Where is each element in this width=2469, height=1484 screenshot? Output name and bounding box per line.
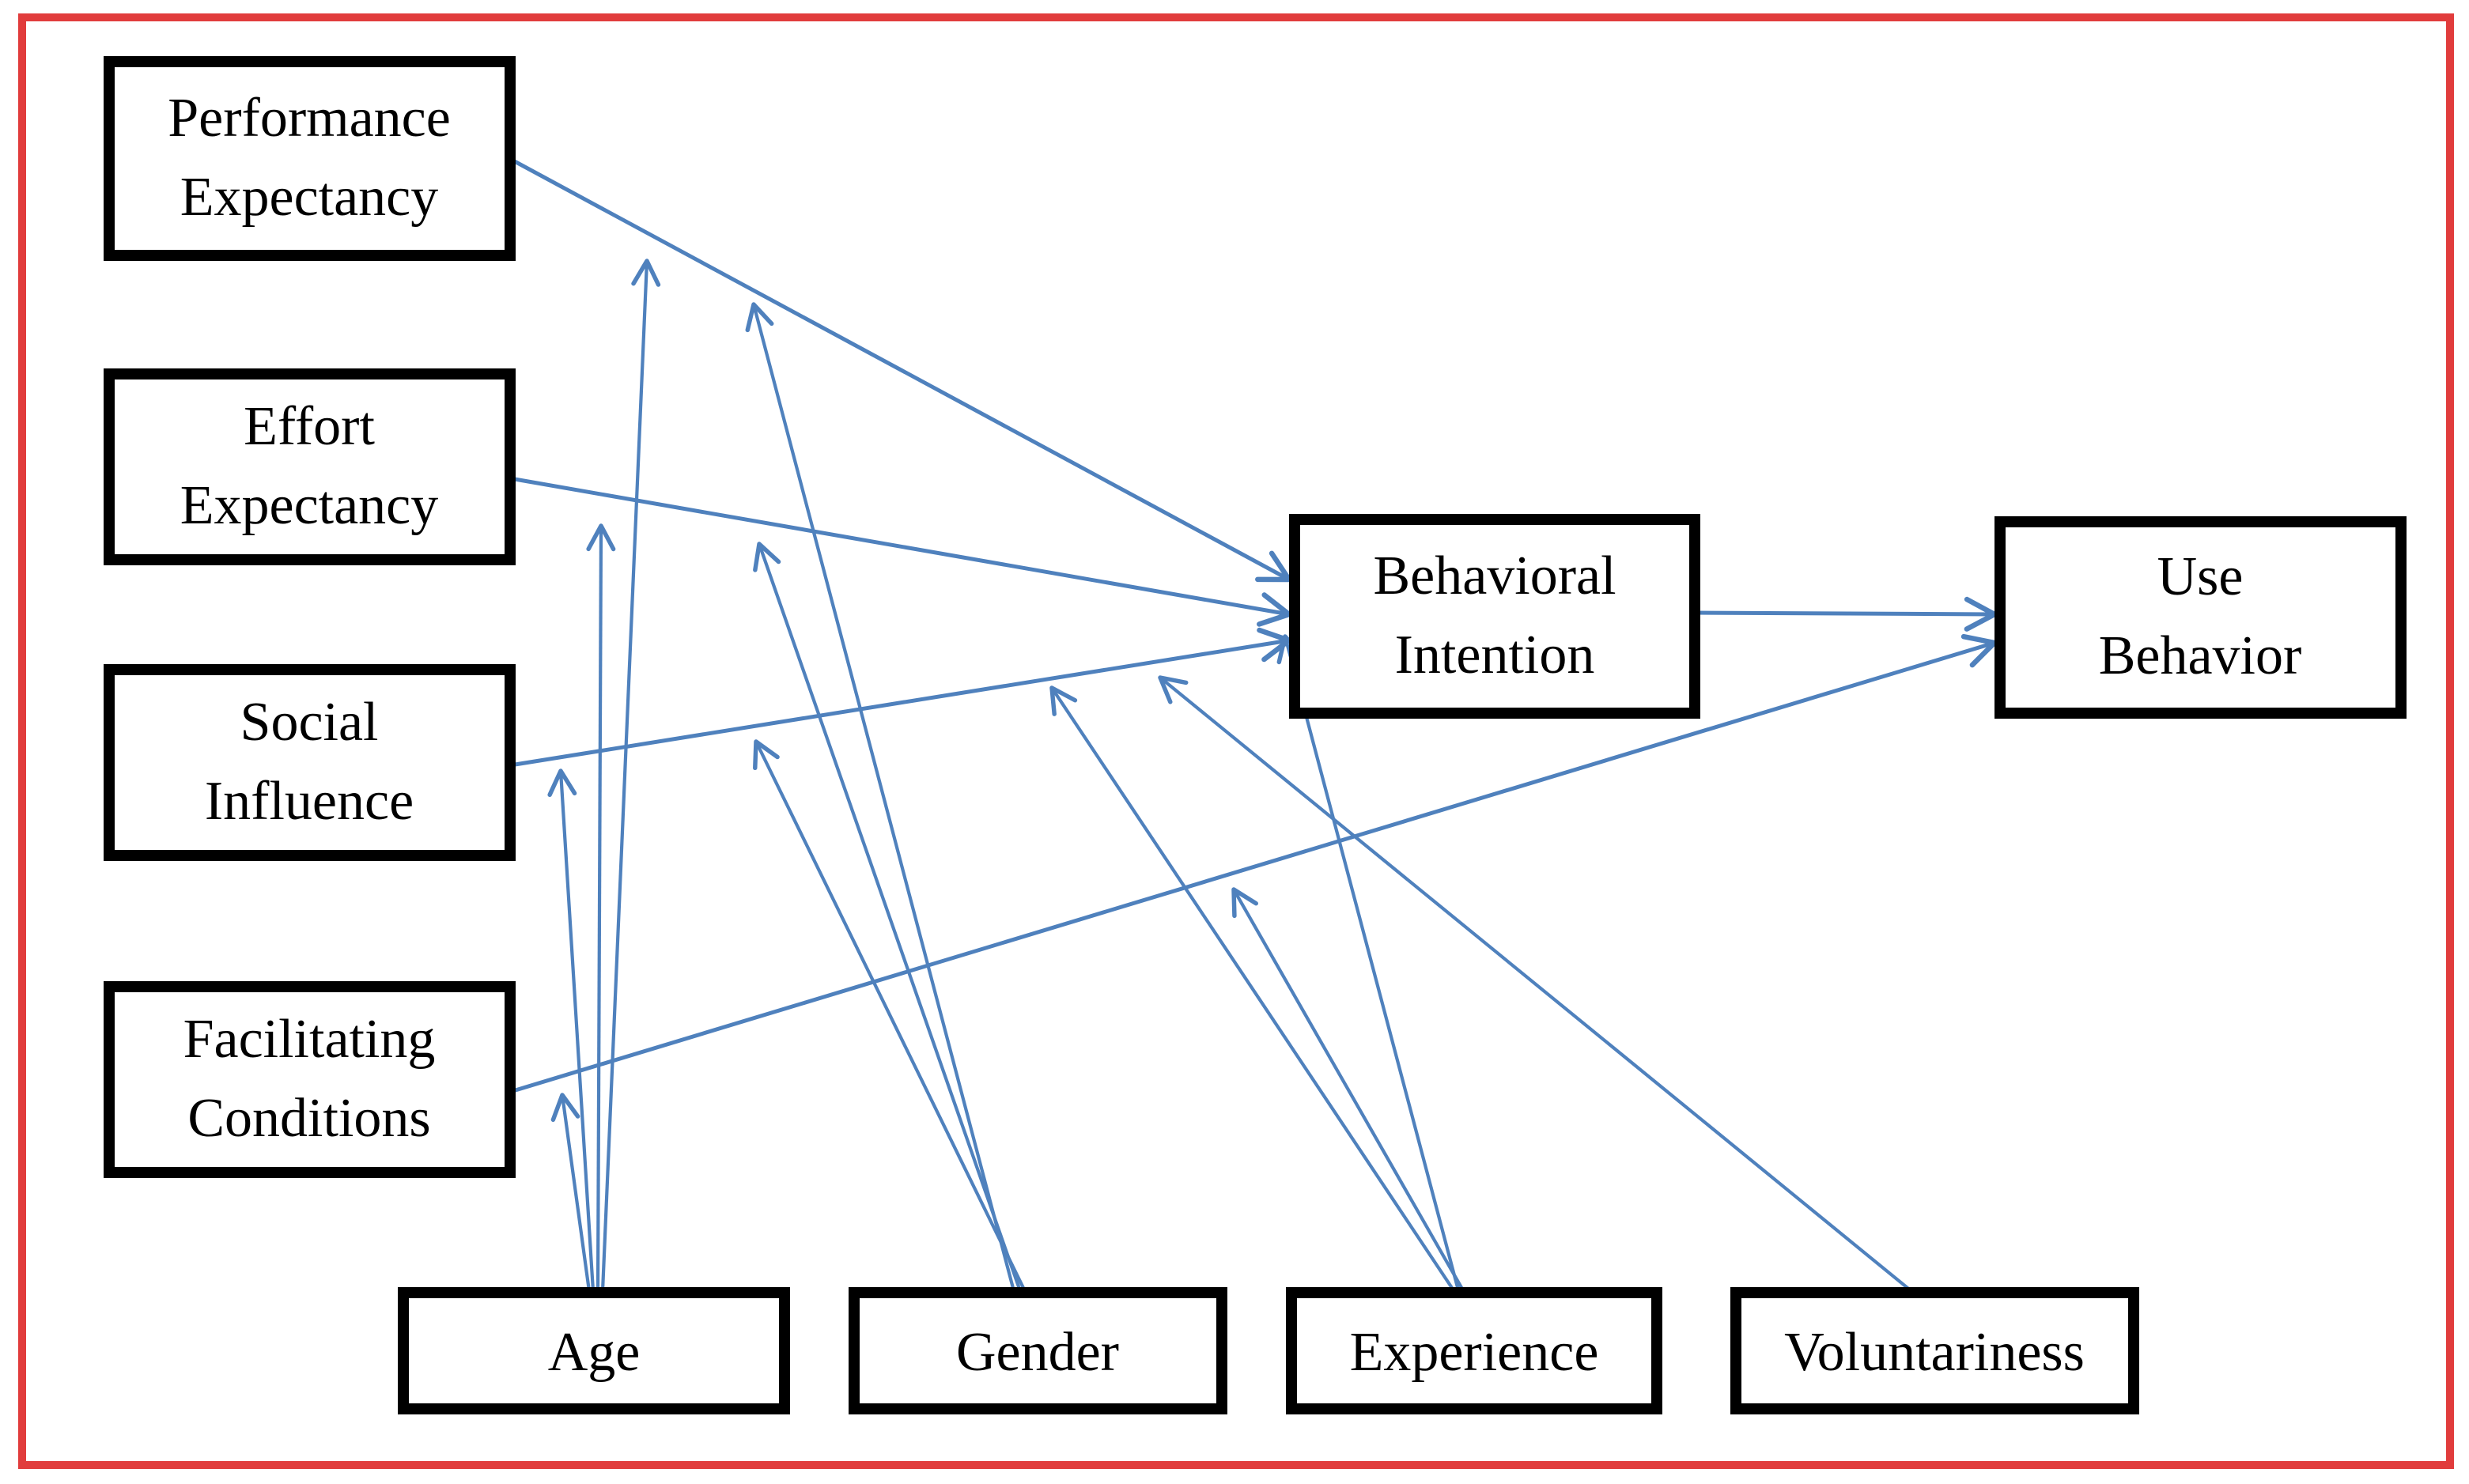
voluntariness-box — [1730, 1287, 2139, 1414]
effort-expectancy-label-line2: Expectancy — [180, 475, 438, 536]
edge-gender-pe — [745, 302, 1016, 1292]
social-influence-box — [104, 664, 516, 861]
edge-age-ee — [586, 523, 616, 1292]
use-behavior-label-line1: Use — [2157, 546, 2244, 607]
edge-pe-bi — [509, 157, 1292, 583]
use-behavior-box — [1994, 516, 2407, 719]
edge-bi-ub — [1694, 596, 1998, 632]
performance-expectancy-box — [104, 56, 516, 261]
use-behavior-label-line2: Behavior — [2099, 625, 2302, 686]
edges-layer — [509, 157, 1998, 1293]
facilitating-conditions-label-line1: Facilitating — [183, 1009, 436, 1070]
node-facilitating-conditions: Facilitating Conditions — [104, 981, 516, 1178]
age-box — [398, 1287, 790, 1414]
behavioral-intention-box — [1289, 514, 1700, 719]
gender-label: Gender — [956, 1322, 1119, 1383]
performance-expectancy-label-line2: Expectancy — [180, 167, 438, 228]
experience-label: Experience — [1350, 1322, 1599, 1383]
outer-red-border — [18, 13, 2454, 1469]
edge-age-fc — [550, 1093, 592, 1292]
voluntariness-label: Voluntariness — [1784, 1322, 2085, 1383]
edge-gender-si — [753, 739, 1027, 1292]
node-effort-expectancy: Effort Expectancy — [104, 368, 516, 565]
age-label: Age — [548, 1322, 641, 1383]
effort-expectancy-label-line1: Effort — [244, 396, 375, 457]
effort-expectancy-box — [104, 368, 516, 565]
edge-exp-fc — [1231, 887, 1465, 1292]
edge-vol-si — [1158, 675, 1913, 1293]
facilitating-conditions-box — [104, 981, 516, 1178]
experience-box — [1286, 1287, 1662, 1414]
node-voluntariness: Voluntariness — [1730, 1287, 2139, 1414]
node-use-behavior: Use Behavior — [1994, 516, 2407, 719]
behavioral-intention-label-line1: Behavioral — [1373, 546, 1616, 606]
node-age: Age — [398, 1287, 790, 1414]
social-influence-label-line1: Social — [240, 692, 379, 753]
edge-exp-si — [1049, 685, 1455, 1292]
social-influence-label-line2: Influence — [205, 771, 414, 832]
edge-age-pe — [600, 259, 661, 1292]
edge-ee-bi — [509, 476, 1292, 627]
node-behavioral-intention: Behavioral Intention — [1289, 514, 1700, 719]
node-performance-expectancy: Performance Expectancy — [104, 56, 516, 261]
node-social-influence: Social Influence — [104, 664, 516, 861]
edge-gender-ee — [753, 542, 1022, 1292]
facilitating-conditions-label-line2: Conditions — [187, 1088, 430, 1149]
node-experience: Experience — [1286, 1287, 1662, 1414]
performance-expectancy-label-line1: Performance — [168, 88, 451, 149]
node-gender: Gender — [849, 1287, 1227, 1414]
edge-age-si — [547, 768, 596, 1292]
edge-exp-ee — [1276, 634, 1461, 1291]
behavioral-intention-label-line2: Intention — [1395, 625, 1595, 685]
edge-fc-ub — [509, 633, 1998, 1094]
gender-box — [849, 1287, 1227, 1414]
edge-si-bi — [509, 627, 1292, 768]
